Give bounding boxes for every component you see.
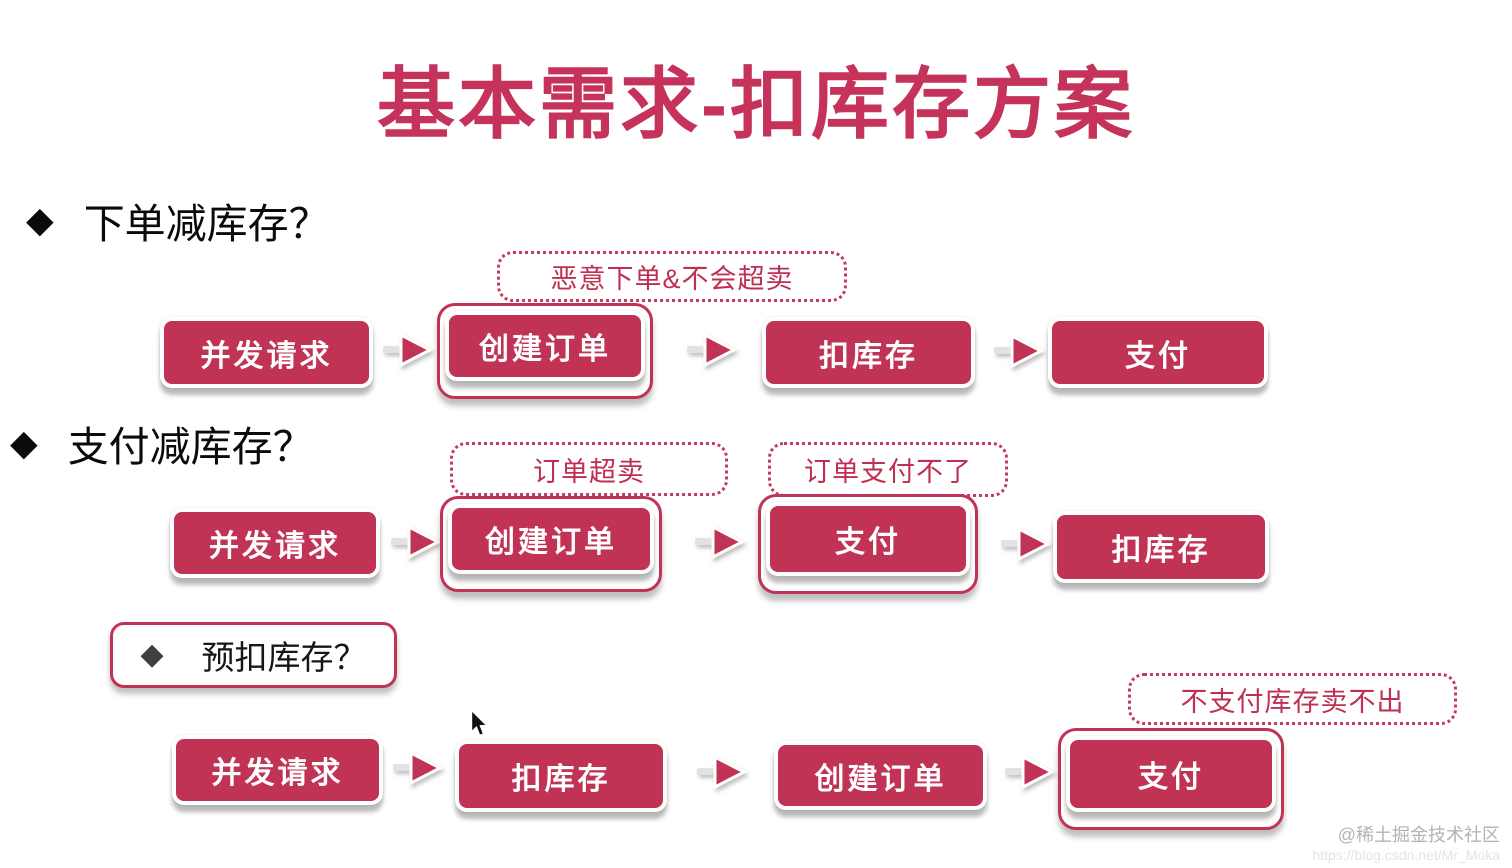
arrow-right-icon: [391, 524, 442, 560]
flow2-node-concurrent-requests: 并发请求: [170, 508, 380, 578]
diamond-bullet-icon: ◆: [10, 422, 38, 463]
watermark-community: @稀土掘金技术社区: [1337, 825, 1500, 845]
arrow-right-icon: [383, 332, 434, 368]
diamond-bullet-icon: ◆: [26, 199, 54, 240]
flow3-node-concurrent-requests: 并发请求: [172, 735, 383, 805]
flow1-node-concurrent-requests: 并发请求: [160, 317, 373, 388]
flow3-node-deduct-stock: 扣库存: [455, 740, 667, 812]
arrow-right-icon: [994, 333, 1045, 369]
bullet-pay-deduct: ◆ 支付减库存？: [10, 413, 314, 473]
arrow-right-icon: [697, 754, 748, 790]
arrow-right-icon: [393, 750, 444, 786]
page-title: 基本需求-扣库存方案: [377, 60, 1135, 148]
arrow-right-icon: [1005, 754, 1056, 790]
watermark: @稀土掘金技术社区 https://blog.csdn.net/Mr_Moka: [1312, 824, 1500, 864]
flow2-node-deduct-stock: 扣库存: [1053, 511, 1269, 583]
bullet-label: 预扣库存？: [201, 639, 367, 676]
arrow-right-icon: [1001, 526, 1052, 562]
arrow-right-icon: [687, 332, 738, 368]
flow1-node-pay: 支付: [1048, 317, 1268, 388]
bullet-label: 下单减库存？: [83, 201, 330, 247]
bullet-pre-deduct-box: ◆ 预扣库存？: [110, 622, 397, 688]
flow2-node-pay-highlight: 支付: [758, 494, 978, 594]
bullet-order-deduct: ◆ 下单减库存？: [26, 190, 330, 250]
arrow-right-icon: [695, 524, 746, 560]
note-unpaid-stock-unsellable: 不支付库存卖不出: [1128, 673, 1457, 725]
flow2-node-pay: 支付: [766, 502, 970, 576]
flow2-node-create-order-highlight: 创建订单: [440, 496, 662, 592]
note-malicious-order: 恶意下单&不会超卖: [497, 251, 847, 302]
note-order-cannot-pay: 订单支付不了: [768, 442, 1008, 497]
watermark-url: https://blog.csdn.net/Mr_Moka: [1312, 846, 1500, 863]
note-order-oversold: 订单超卖: [450, 442, 728, 496]
bullet-label: 支付减库存？: [67, 424, 314, 470]
flow1-node-create-order: 创建订单: [445, 311, 645, 381]
flow3-node-pay: 支付: [1066, 736, 1276, 812]
flow3-node-create-order: 创建订单: [774, 741, 987, 810]
flow1-node-deduct-stock: 扣库存: [762, 317, 975, 388]
flow1-node-create-order-highlight: 创建订单: [437, 303, 653, 399]
diamond-bullet-icon: ◆: [140, 638, 164, 671]
mouse-cursor-icon: [471, 710, 488, 737]
flow3-node-pay-highlight: 支付: [1058, 728, 1284, 830]
flow2-node-create-order: 创建订单: [448, 504, 654, 574]
